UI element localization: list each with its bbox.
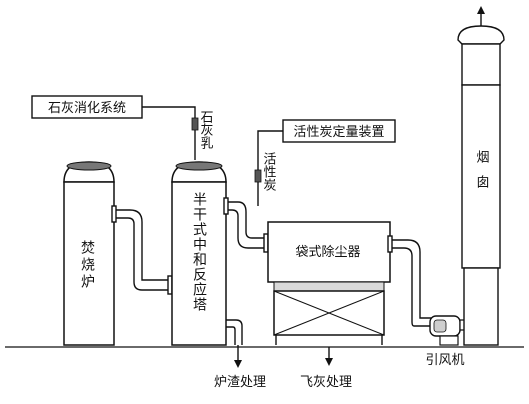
duct-tower-to-baghouse xyxy=(223,197,269,253)
induced-fan xyxy=(429,315,471,346)
neutralization-tower xyxy=(171,161,227,346)
duct-baghouse-to-fan xyxy=(387,235,433,327)
incinerator xyxy=(63,161,115,346)
duct-incinerator-to-tower xyxy=(111,205,173,295)
baghouse xyxy=(267,221,391,345)
slag-outlet-pipe xyxy=(226,319,243,362)
neutralization-tower-label: 半干式中和反应塔 xyxy=(191,192,207,312)
carbon-feed-valve xyxy=(254,169,262,183)
chimney-label: 烟囱 xyxy=(474,150,490,200)
activated-carbon-label: 活性炭 xyxy=(261,152,277,192)
lime-feed-valve xyxy=(191,117,199,131)
fly-ash-treatment-label: 飞灰处理 xyxy=(300,375,352,390)
activated-carbon-dosing-label: 活性炭定量装置 xyxy=(293,125,384,140)
lime-feed-line xyxy=(142,106,196,160)
baghouse-label: 袋式除尘器 xyxy=(295,245,360,260)
chimney-exhaust-arrow xyxy=(477,6,485,14)
lime-milk-label: 石灰乳 xyxy=(198,110,214,149)
lime-system-label: 石灰消化系统 xyxy=(48,101,126,116)
slag-arrow xyxy=(234,360,242,368)
slag-treatment-label: 炉渣处理 xyxy=(214,375,266,390)
induced-fan-label: 引风机 xyxy=(425,353,464,368)
incinerator-label: 焚烧炉 xyxy=(79,240,95,291)
chimney xyxy=(457,10,505,346)
fly-ash-arrow xyxy=(325,358,333,366)
